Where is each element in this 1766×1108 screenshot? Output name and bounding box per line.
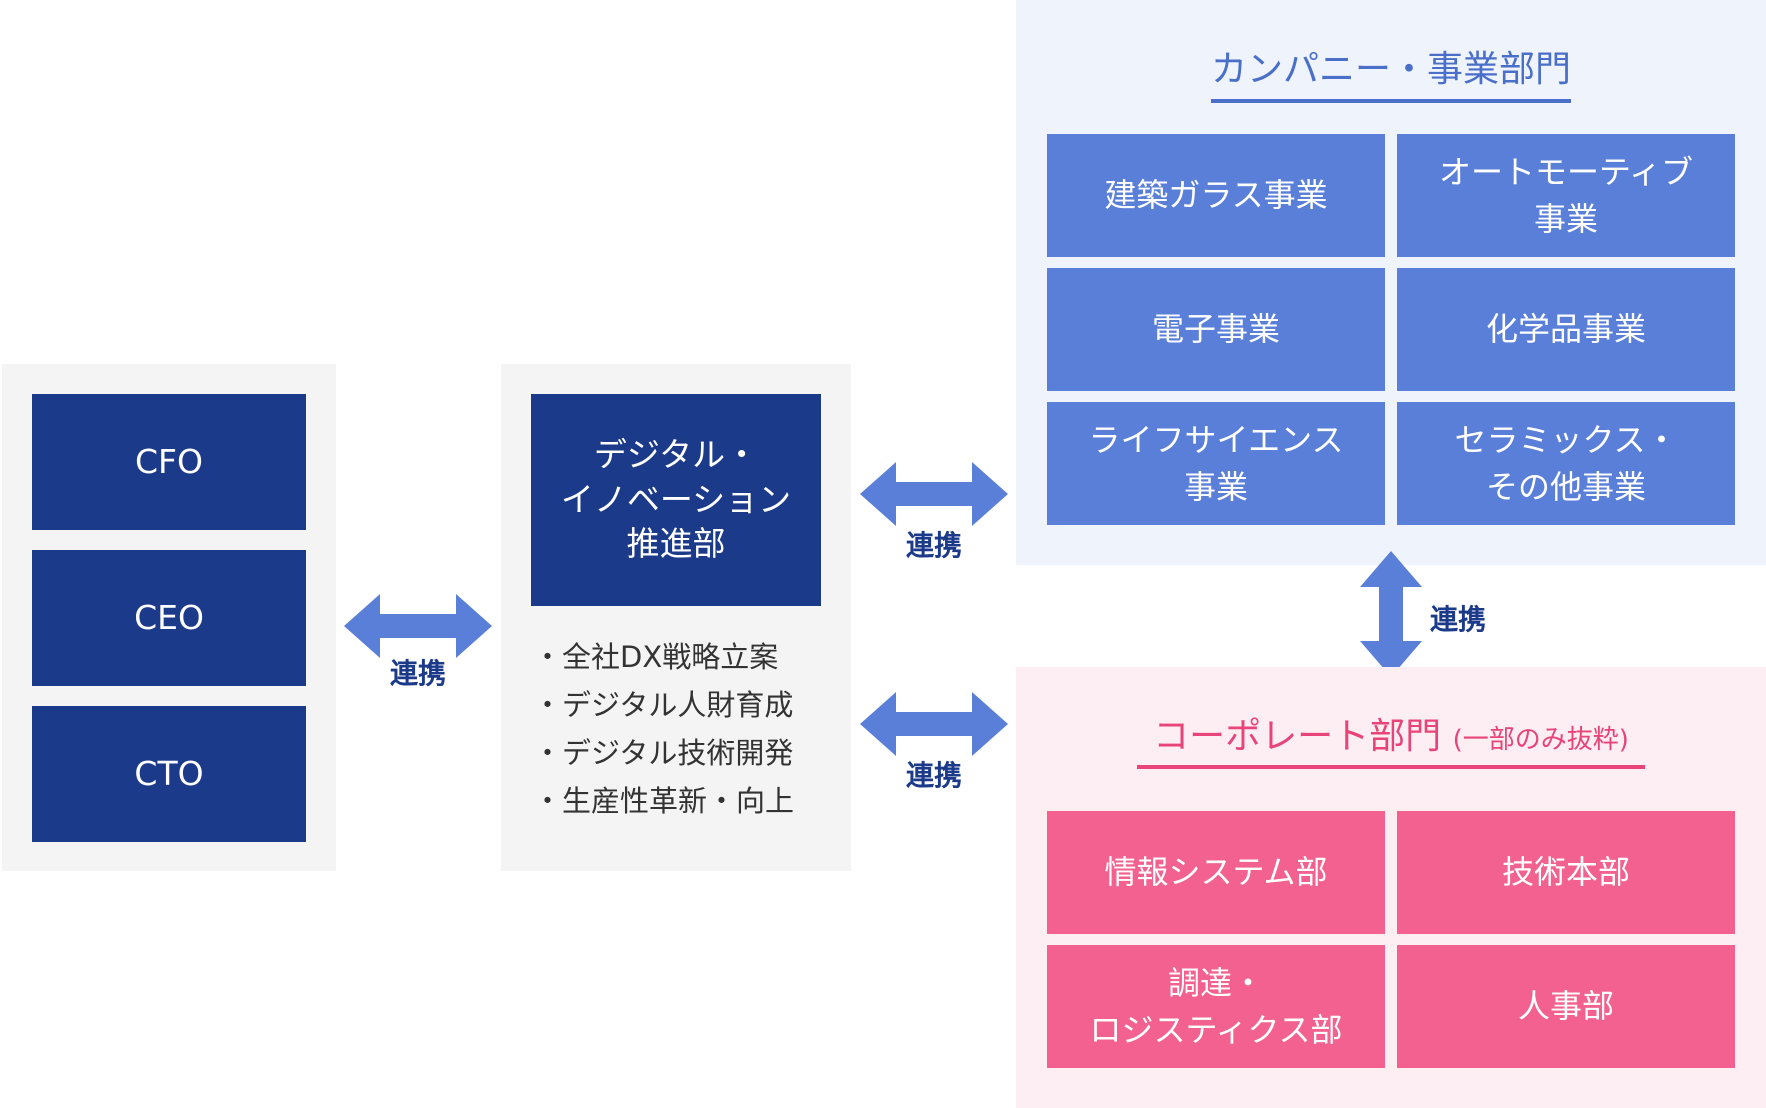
unit-ceramics-other: セラミックス・ その他事業 [1397, 402, 1735, 525]
responsibility-item: ・デジタル技術開発 [533, 736, 794, 770]
unit-electronics: 電子事業 [1047, 268, 1385, 391]
link-label-company-corporate: 連携 [1430, 603, 1487, 636]
unit-technology-headquarters: 技術本部 [1397, 811, 1735, 934]
unit-human-resources: 人事部 [1397, 945, 1735, 1068]
responsibility-item: ・全社DX戦略立案 [533, 640, 779, 674]
link-label-dx-corporate: 連携 [905, 759, 962, 792]
link-label-executives-dx: 連携 [389, 657, 446, 690]
corporate-title: コーポレート部門 (一部のみ抜粋) [1016, 707, 1766, 759]
unit-information-systems: 情報システム部 [1047, 811, 1385, 934]
unit-architectural-glass: 建築ガラス事業 [1047, 134, 1385, 257]
unit-automotive: オートモーティブ 事業 [1397, 134, 1735, 257]
dx-department-box: デジタル・ イノベーション 推進部 [531, 394, 821, 606]
unit-chemicals: 化学品事業 [1397, 268, 1735, 391]
double-arrow-horizontal-icon [860, 462, 1008, 526]
ceo-box: CEO [32, 550, 306, 686]
cto-box: CTO [32, 706, 306, 842]
unit-procurement-logistics: 調達・ ロジスティクス部 [1047, 945, 1385, 1068]
double-arrow-horizontal-icon [344, 594, 492, 658]
company-title-underline [1211, 99, 1571, 103]
corporate-title-main: コーポレート部門 [1153, 716, 1442, 757]
company-title: カンパニー・事業部門 [1210, 49, 1571, 90]
dx-responsibilities-list: ・全社DX戦略立案 ・デジタル人財育成 ・デジタル技術開発 ・生産性革新・向上 [533, 633, 794, 825]
link-label-dx-company: 連携 [905, 529, 962, 562]
double-arrow-horizontal-icon [860, 692, 1008, 756]
corporate-title-underline [1137, 765, 1645, 769]
cfo-box: CFO [32, 394, 306, 530]
responsibility-item: ・デジタル人財育成 [533, 688, 794, 722]
double-arrow-vertical-icon [1360, 551, 1422, 677]
unit-life-science: ライフサイエンス 事業 [1047, 402, 1385, 525]
corporate-title-note: (一部のみ抜粋) [1452, 725, 1629, 755]
responsibility-item: ・生産性革新・向上 [533, 784, 795, 818]
